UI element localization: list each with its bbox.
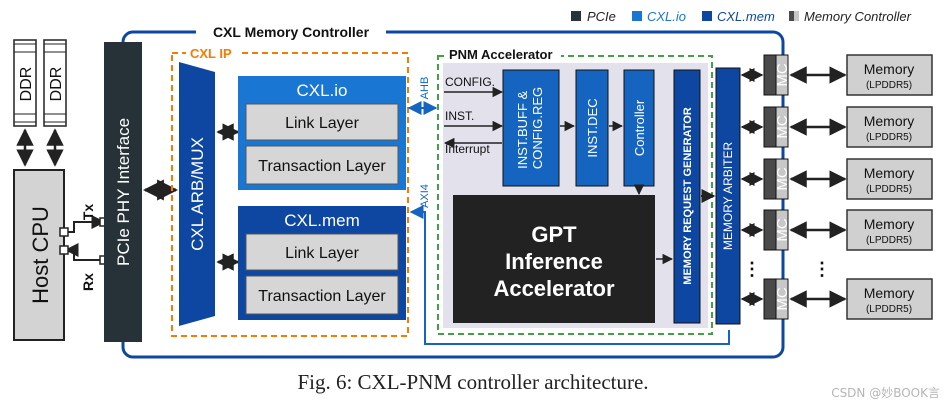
pcie-phy-interface bbox=[104, 42, 142, 342]
mc-block-light-5 bbox=[775, 278, 789, 320]
cxl-mem-transaction-layer bbox=[245, 275, 399, 315]
cxl-ip-title: CXL IP bbox=[190, 46, 232, 61]
inst-dec bbox=[575, 69, 609, 187]
memory-label-2: Memory bbox=[864, 113, 915, 129]
gpt-label-line-3: Accelerator bbox=[493, 276, 615, 301]
ahb-label: AHB bbox=[419, 77, 431, 100]
memory-block-4 bbox=[846, 209, 933, 251]
axi4-label: AXI4 bbox=[419, 184, 431, 208]
ddr-label-1: DDR bbox=[18, 67, 35, 102]
memory-block-3 bbox=[846, 158, 933, 200]
cxl-mem-transaction-layer-label: Transaction Layer bbox=[258, 288, 386, 305]
cxl-arb-mux bbox=[179, 62, 215, 326]
cxl-mem-title: CXL.mem bbox=[284, 211, 360, 230]
cxl-io-title: CXL.io bbox=[296, 81, 347, 100]
legend-swatch-mc-light bbox=[794, 11, 799, 21]
cxl-io-transaction-layer-label: Transaction Layer bbox=[258, 158, 386, 175]
pcie-phy-label: PCIe PHY Interface bbox=[114, 118, 133, 266]
controller-title-bg bbox=[196, 24, 386, 40]
memory-block-2 bbox=[846, 106, 933, 148]
rx-label: Rx bbox=[80, 273, 96, 291]
ddr-module-2: DDR bbox=[43, 39, 67, 127]
cxl-io-transaction-layer bbox=[245, 145, 399, 185]
mc-label-5: MC bbox=[774, 287, 791, 310]
legend-swatch-cxl-mem bbox=[702, 11, 712, 21]
memory-label-1: Memory bbox=[864, 61, 915, 77]
memory-sub-label-1: (LPDDR5) bbox=[866, 80, 912, 91]
gpt-inference-accelerator bbox=[453, 195, 655, 323]
ddr-label-2: DDR bbox=[48, 67, 65, 102]
memory-sub-label-3: (LPDDR5) bbox=[866, 184, 912, 195]
gpt-label-line-2: Inference bbox=[505, 249, 603, 274]
cxl-arb-mux-label: CXL ARB/MUX bbox=[188, 137, 207, 251]
memory-sub-label-5: (LPDDR5) bbox=[866, 304, 912, 315]
legend-label-cxl-io: CXL.io bbox=[647, 9, 686, 24]
mc-block-light-3 bbox=[775, 158, 789, 200]
axi4-bus-arrow bbox=[409, 205, 730, 345]
watermark: CSDN @妙BOOK言 bbox=[831, 386, 940, 400]
legend: PCIe CXL.io CXL.mem Memory Controller bbox=[571, 9, 912, 24]
tx-label: Tx bbox=[80, 204, 96, 221]
memory-sub-label-2: (LPDDR5) bbox=[866, 132, 912, 143]
legend-label-pcie: PCIe bbox=[587, 9, 616, 24]
config-signal-label: CONFIG. bbox=[445, 75, 495, 89]
cxl-mem-link-layer bbox=[245, 233, 399, 271]
mc-label-4: MC bbox=[774, 218, 791, 241]
memory-label-5: Memory bbox=[864, 285, 915, 301]
tx-link bbox=[64, 215, 106, 233]
memory-arbiter bbox=[715, 67, 741, 325]
mc-label-2: MC bbox=[774, 115, 791, 138]
host-cpu-box bbox=[13, 169, 65, 341]
memory-request-generator-label: MEMORY REQUEST GENERATOR bbox=[682, 107, 694, 285]
memory-sub-label-4: (LPDDR5) bbox=[866, 235, 912, 246]
inst-signal-label: INST. bbox=[445, 109, 474, 123]
memory-block-5 bbox=[846, 278, 933, 320]
memory-channel-rows: MC Memory (LPDDR5) MC Memory (LPDDR5) MC Memory… bbox=[740, 54, 933, 320]
inst-buff-config-reg bbox=[502, 69, 560, 187]
mc-label-1: MC bbox=[774, 63, 791, 86]
controller-title: CXL Memory Controller bbox=[213, 24, 370, 40]
mc-block-light-4 bbox=[775, 209, 789, 251]
rx-port-left bbox=[59, 245, 69, 255]
gpt-label-line-1: GPT bbox=[531, 222, 577, 247]
pnm-title-bg bbox=[445, 48, 561, 62]
figure-caption: Fig. 6: CXL-PNM controller architecture. bbox=[297, 370, 649, 394]
legend-swatch-mc-dark bbox=[789, 11, 794, 21]
mc-label-3: MC bbox=[774, 167, 791, 190]
ddr-module-1: DDR bbox=[13, 39, 37, 127]
tx-port-left bbox=[59, 227, 69, 237]
legend-swatch-cxl-io bbox=[632, 11, 642, 21]
memory-request-generator bbox=[673, 69, 701, 324]
legend-label-mc: Memory Controller bbox=[804, 9, 912, 24]
memory-block-1 bbox=[846, 54, 933, 96]
memory-arbiter-label: MEMORY ARBITER bbox=[721, 142, 735, 251]
inst-buff-label: INST.BUFF & CONFIG.REG bbox=[515, 87, 545, 169]
controller-block bbox=[623, 69, 655, 187]
mc-block-light-2 bbox=[775, 106, 789, 148]
mc-block-light-1 bbox=[775, 54, 789, 96]
arbiter-ellipsis: ⋮ bbox=[743, 259, 761, 279]
inst-buff-label-line-2: CONFIG.REG bbox=[530, 87, 545, 169]
host-cpu-label: Host CPU bbox=[28, 206, 53, 304]
cxl-io-link-layer bbox=[245, 103, 399, 141]
legend-label-cxl-mem: CXL.mem bbox=[717, 9, 775, 24]
memory-label-3: Memory bbox=[864, 165, 915, 181]
legend-swatch-pcie bbox=[571, 11, 581, 21]
inst-buff-label-line-1: INST.BUFF & bbox=[515, 90, 530, 168]
pnm-title: PNM Accelerator bbox=[449, 47, 553, 62]
interrupt-signal-label: Interrupt bbox=[445, 142, 490, 156]
link-ellipsis: ⋮ bbox=[813, 259, 831, 279]
controller-label: Controller bbox=[632, 99, 647, 156]
cxl-mem-link-layer-label: Link Layer bbox=[285, 245, 359, 262]
cxl-io-link-layer-label: Link Layer bbox=[285, 115, 359, 132]
cxl-ip-title-bg bbox=[186, 46, 242, 60]
inst-dec-label: INST.DEC bbox=[585, 98, 600, 157]
memory-label-4: Memory bbox=[864, 216, 915, 232]
rx-link bbox=[64, 243, 104, 261]
